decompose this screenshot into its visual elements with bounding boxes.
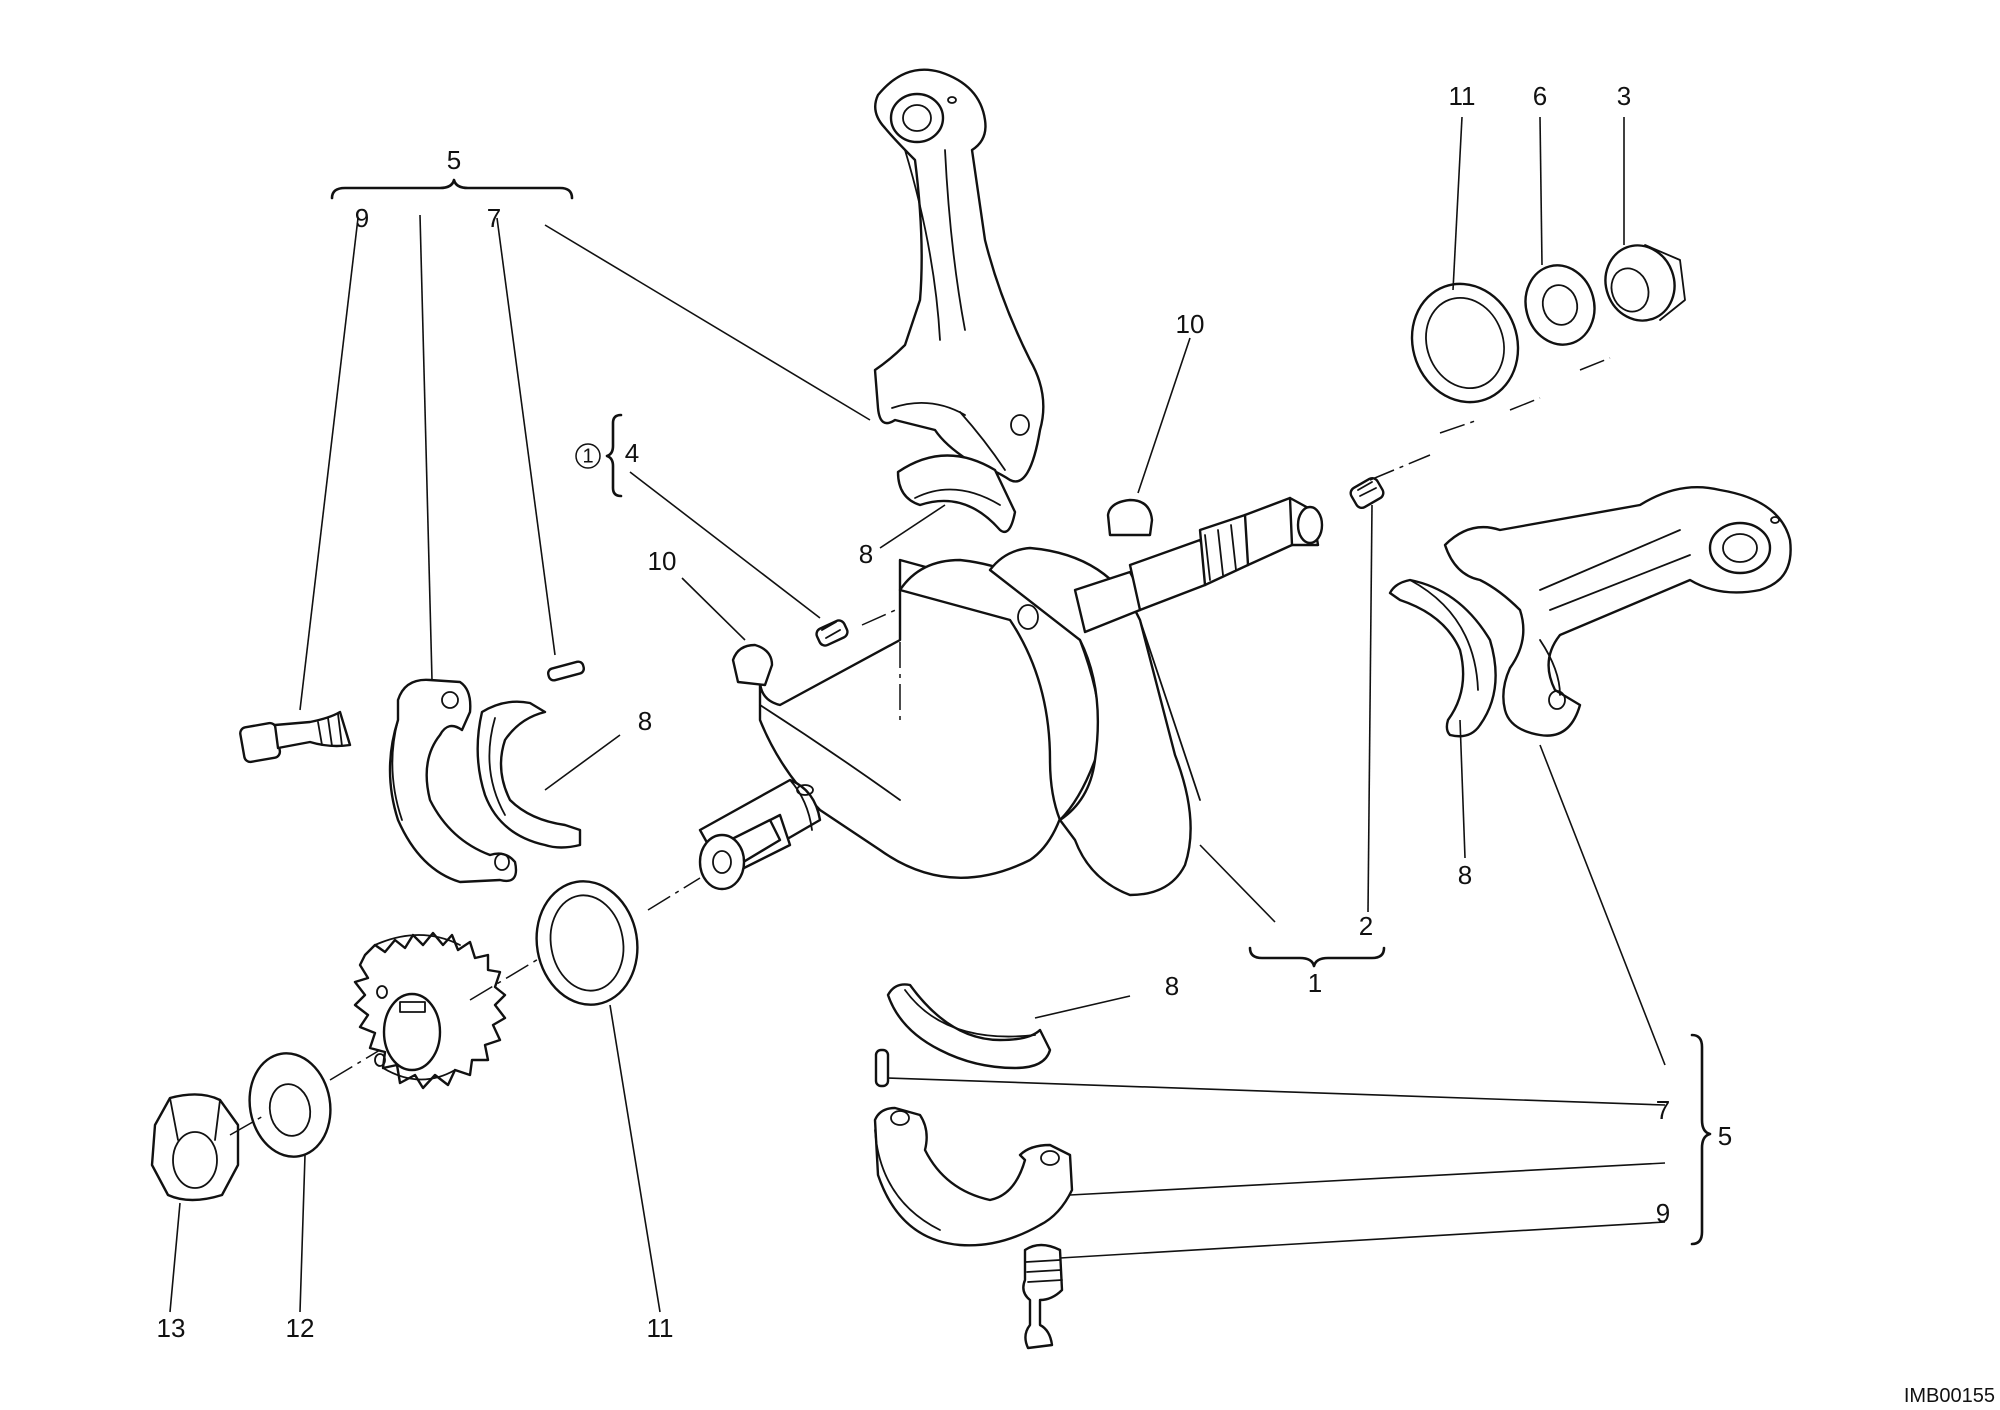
bearing-shell-right [1388,578,1497,738]
callout-1-circled: 1 [582,445,593,467]
washer-12 [248,1052,332,1158]
bearing-shell-bottom [886,983,1052,1070]
callout-8-left: 8 [638,706,652,736]
callout-9-top: 9 [355,203,369,233]
callout-10-left: 10 [648,546,677,576]
washer-6 [1524,264,1596,346]
connecting-rod-top [873,68,1045,483]
bearing-shell-left [476,700,582,849]
callout-1-bottom: 1 [1308,968,1322,998]
key-10-right [1106,498,1154,537]
dowel-pin-bottom [874,1048,890,1088]
nut-13 [150,1093,240,1202]
dowel-pin-left [546,660,586,682]
rod-cap-left [388,678,518,884]
callout-13: 13 [157,1313,186,1343]
callout-2: 2 [1359,911,1373,941]
callout-8-top: 8 [859,539,873,569]
callout-4: 4 [625,438,639,468]
callout-5-right: 5 [1718,1121,1732,1151]
callout-10-right: 10 [1176,309,1205,339]
key-10-left [731,643,774,687]
connecting-rod-right [1443,485,1792,737]
thrust-washer-top-right [1410,282,1520,404]
callout-labels: 5 9 7 1 4 10 8 10 11 6 3 8 8 2 1 8 7 5 9… [157,81,1995,1407]
callout-8-right: 8 [1458,860,1472,890]
plug-4 [815,619,849,647]
callout-6: 6 [1533,81,1547,111]
callout-5-top: 5 [447,145,461,175]
callout-11-top: 11 [1449,81,1476,111]
circled-1-marker [575,443,601,469]
rod-cap-bottom [873,1106,1074,1247]
bolt-left [239,710,352,764]
drawing-code: IMB00155 [1904,1385,1995,1407]
plug-2 [1349,476,1385,510]
callout-12: 12 [286,1313,315,1343]
leader-lines [169,116,1666,1313]
gear-12 [353,931,507,1090]
callout-7-right: 7 [1656,1095,1670,1125]
thrust-washer-bottom-left [535,880,639,1006]
nut-3 [1604,244,1686,322]
bearing-shell-top [896,454,1017,534]
bolt-bottom [1022,1243,1064,1350]
callout-8-mid: 8 [1165,971,1179,1001]
callout-9-right: 9 [1656,1198,1670,1228]
callout-7-top: 7 [487,203,501,233]
callout-3: 3 [1617,81,1631,111]
callout-11-bottom: 11 [647,1313,674,1343]
crankshaft [698,496,1324,897]
brace-symbols [330,178,1712,1246]
